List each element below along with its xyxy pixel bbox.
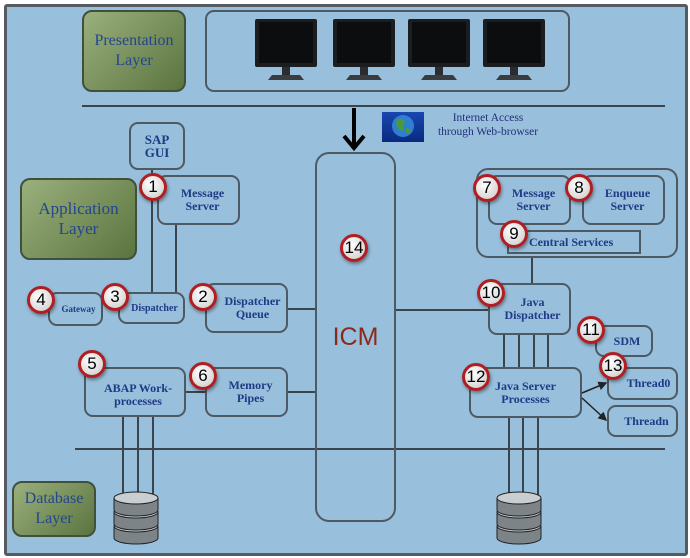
step-badge-13: 13 [599, 352, 627, 380]
dispatcher-box-label: Dispatcher [131, 302, 178, 314]
threadn-box: Threadn [607, 405, 678, 437]
monitor-icon [482, 18, 546, 84]
java-server-processes-box-label: Java Server Processes [495, 378, 556, 406]
memory-pipes-box: Memory Pipes [205, 367, 288, 417]
memory-pipes-box-label: Memory Pipes [228, 378, 273, 405]
connector-line [547, 335, 549, 367]
connector-line [122, 417, 124, 497]
step-badge-7: 7 [473, 174, 501, 202]
step-badge-10: 10 [477, 279, 505, 307]
down-arrow-icon [341, 106, 367, 152]
connector-line [531, 258, 533, 283]
connector-line [186, 391, 205, 393]
abap-work-processes-box: ABAP Work-processes [84, 367, 186, 417]
monitor-icon [407, 18, 471, 84]
java-dispatcher-box: Java Dispatcher [488, 283, 571, 335]
connector-line [396, 309, 488, 311]
thread-arrows-icon [580, 378, 610, 428]
step-badge-5: 5 [78, 350, 106, 378]
monitor-icon [254, 18, 318, 84]
sap-gui-box: SAP GUI [129, 122, 185, 170]
gateway-box-label: Gateway [61, 303, 96, 314]
connector-line [152, 417, 154, 497]
step-badge-1: 1 [139, 173, 167, 201]
java-message-server-box: Message Server [488, 175, 571, 225]
enqueue-server-box: Enqueue Server [582, 175, 665, 225]
application-layer-label: Application Layer [38, 199, 119, 238]
database-cylinder-icon [112, 486, 160, 546]
step-badge-9: 9 [500, 220, 528, 248]
threadn-box-label: Threadn [624, 413, 669, 428]
database-cylinder-icon [495, 486, 543, 546]
java-server-processes-box: Java Server Processes [469, 367, 582, 418]
step-badge-4: 4 [27, 286, 55, 314]
internet-line1: Internet Access [452, 112, 524, 124]
central-services-box-label: Central Services [529, 234, 614, 249]
step-badge-6: 6 [189, 362, 217, 390]
connector-line [151, 170, 153, 292]
presentation-layer-label: Presentation Layer [94, 32, 174, 69]
connector-line [175, 225, 177, 292]
connector-line [508, 418, 510, 498]
connector-line [82, 105, 665, 107]
application-layer: Application Layer [20, 178, 137, 260]
connector-line [503, 335, 505, 367]
step-badge-2: 2 [189, 283, 217, 311]
icm-box: ICM [315, 152, 396, 522]
database-layer-label: Database Layer [24, 490, 84, 527]
abap-work-processes-box-label: ABAP Work-processes [103, 381, 173, 408]
step-badge-14: 14 [340, 234, 368, 262]
step-badge-3: 3 [101, 283, 129, 311]
icm-box-label: ICM [332, 322, 379, 351]
database-layer: Database Layer [12, 481, 96, 537]
thread0-box-label: Thread0 [626, 376, 671, 390]
gateway-box: Gateway [48, 292, 103, 326]
message-server-box-label: Message Server [180, 186, 225, 213]
connector-line [537, 418, 539, 498]
connector-line [518, 335, 520, 367]
step-badge-11: 11 [577, 316, 605, 344]
connector-line [75, 448, 665, 450]
sdm-box-label: SDM [613, 333, 641, 348]
java-dispatcher-box-label: Java Dispatcher [504, 295, 561, 322]
java-message-server-box-label: Message Server [511, 186, 556, 213]
internet-access-label: Internet Access through Web-browser [424, 111, 552, 141]
sap-gui-box-label: SAP GUI [144, 132, 170, 160]
central-services-group [476, 168, 678, 258]
enqueue-server-box-label: Enqueue Server [604, 186, 651, 213]
dispatcher-queue-box-label: Dispatcher Queue [224, 294, 281, 321]
connector-line [533, 335, 535, 367]
dispatcher-queue-box: Dispatcher Queue [205, 283, 288, 333]
connector-line [522, 418, 524, 498]
internet-line2: through Web-browser [437, 126, 539, 138]
step-badge-12: 12 [462, 363, 490, 391]
step-badge-8: 8 [565, 174, 593, 202]
globe-icon [382, 112, 424, 142]
connector-line [288, 391, 315, 393]
monitor-icon [332, 18, 396, 84]
thread0-box: Thread0 [607, 367, 678, 400]
connector-line [288, 308, 315, 310]
connector-line [137, 417, 139, 497]
client-monitors-group [205, 10, 570, 92]
message-server-box: Message Server [157, 175, 240, 225]
presentation-layer: Presentation Layer [82, 10, 186, 92]
